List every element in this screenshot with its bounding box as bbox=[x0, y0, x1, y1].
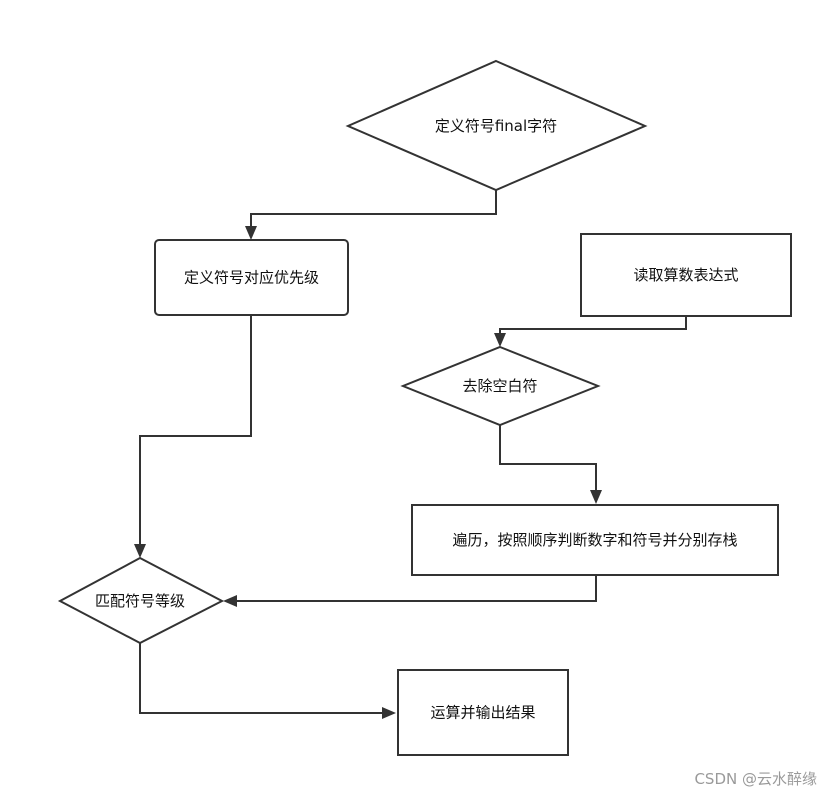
edge-traverse-to-match-level bbox=[235, 575, 597, 602]
process-box bbox=[397, 669, 569, 756]
node-label: 遍历，按照顺序判断数字和符号并分别存栈 bbox=[452, 531, 737, 549]
arrowhead-compute-output bbox=[382, 707, 396, 719]
node-label: 定义符号对应优先级 bbox=[184, 269, 319, 287]
node-match-level: 匹配符号等级 bbox=[57, 556, 225, 645]
node-compute-output: 运算并输出结果 bbox=[397, 669, 569, 756]
node-remove-whitespace: 去除空白符 bbox=[400, 345, 601, 427]
node-define-final: 定义符号final字符 bbox=[345, 59, 648, 192]
arrowhead-match-level-top bbox=[134, 544, 146, 558]
node-label: 定义符号final字符 bbox=[435, 117, 557, 135]
decision-diamond bbox=[57, 556, 225, 645]
node-traverse: 遍历，按照顺序判断数字和符号并分别存栈 bbox=[411, 504, 779, 576]
node-label: 去除空白符 bbox=[462, 377, 537, 395]
process-box bbox=[411, 504, 779, 576]
arrowhead-match-level-right bbox=[223, 595, 237, 607]
process-box bbox=[154, 239, 349, 316]
watermark: CSDN @云水醉缘 bbox=[694, 770, 817, 788]
node-label: 匹配符号等级 bbox=[95, 592, 185, 610]
node-label: 读取算数表达式 bbox=[633, 266, 738, 284]
arrowhead-define-priority bbox=[245, 226, 257, 240]
decision-diamond bbox=[345, 59, 648, 192]
decision-diamond bbox=[400, 345, 601, 427]
node-define-priority: 定义符号对应优先级 bbox=[154, 239, 349, 316]
edge-remove-whitespace-to-traverse bbox=[499, 425, 597, 492]
arrowhead-remove-whitespace bbox=[494, 333, 506, 347]
edge-read-expression-to-remove-whitespace bbox=[499, 316, 687, 335]
edge-match-level-to-compute-output bbox=[139, 643, 384, 714]
process-box bbox=[580, 233, 792, 317]
node-label: 运算并输出结果 bbox=[430, 704, 535, 722]
edge-define-final-to-define-priority bbox=[250, 190, 497, 228]
arrowhead-traverse bbox=[590, 490, 602, 504]
edge-define-priority-to-match-level bbox=[139, 315, 252, 546]
node-read-expression: 读取算数表达式 bbox=[580, 233, 792, 317]
